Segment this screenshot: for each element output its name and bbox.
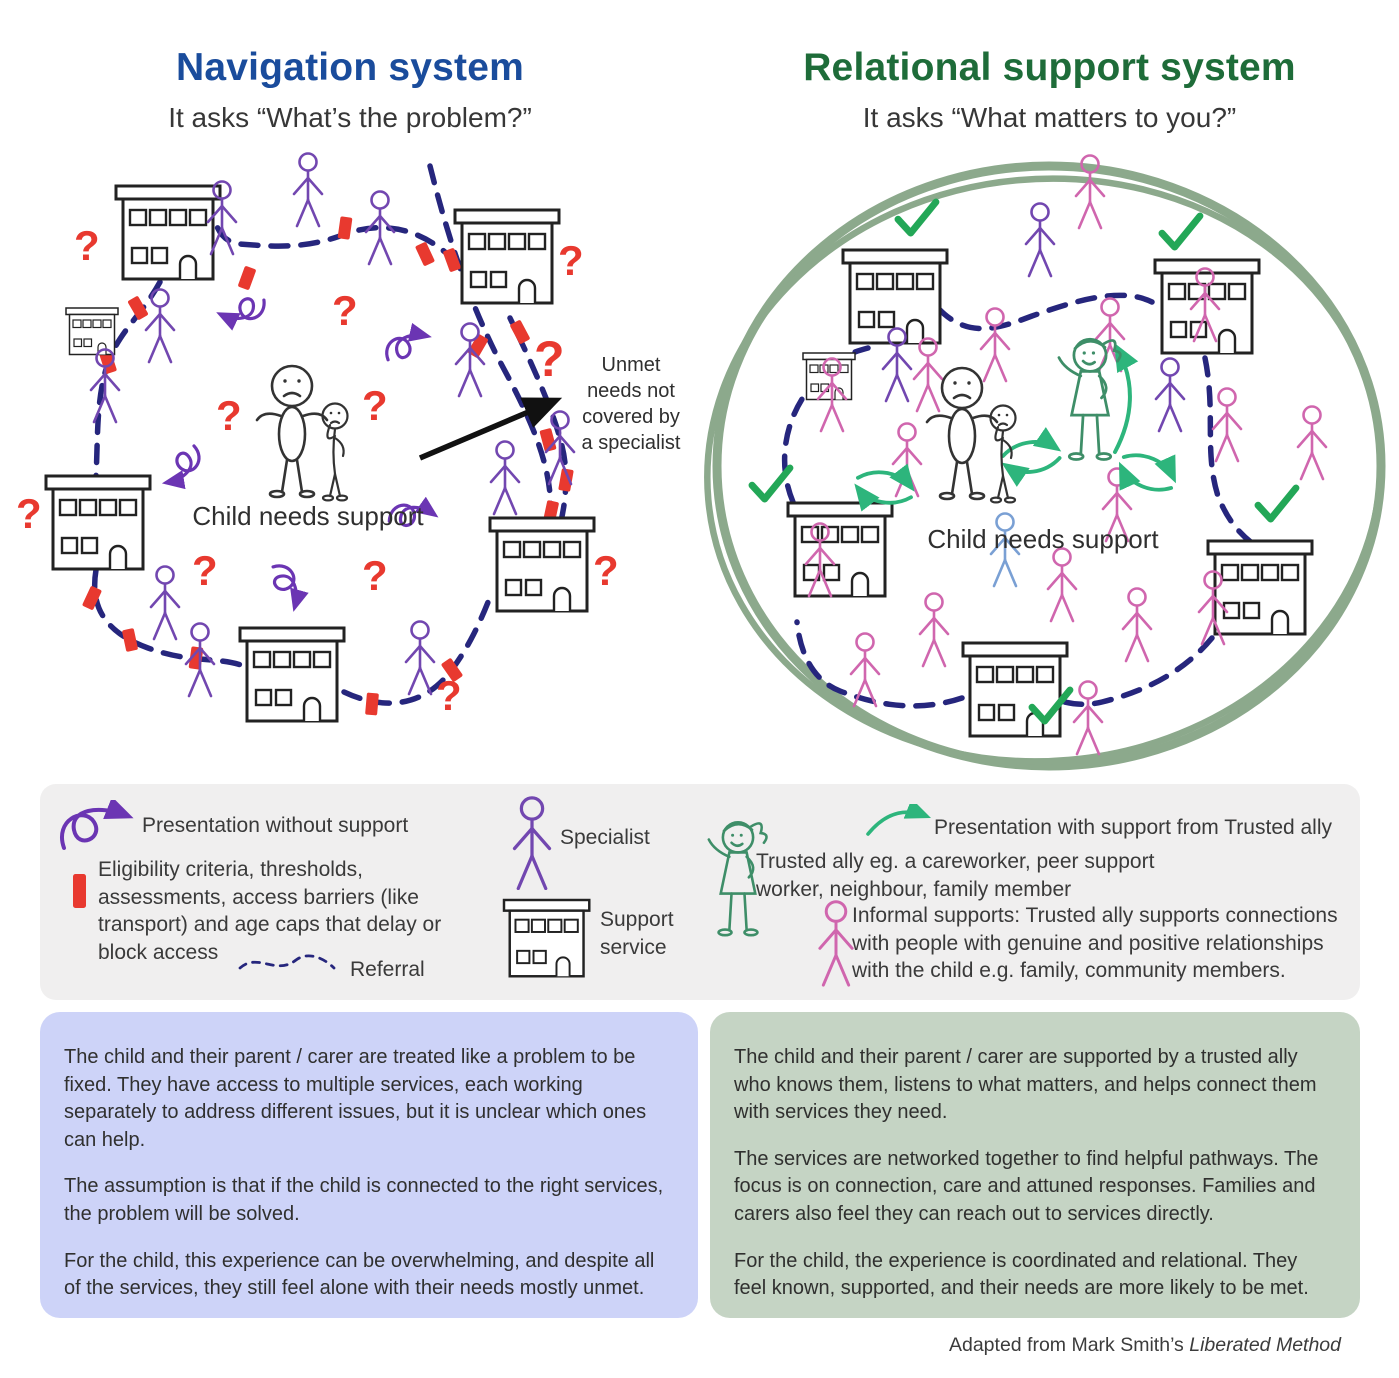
legend-presentation-with-support: Presentation with support from Trusted a… (934, 816, 1333, 839)
referral-line-icon (238, 954, 336, 970)
relational-subtitle: It asks “What matters to you?” (862, 102, 1237, 133)
navigation-diagram: ? ? ? ? ? ? ? ? ? ? (16, 152, 619, 723)
question-mark-icon: ? (216, 392, 242, 439)
support-service-building-icon (44, 474, 152, 571)
community-circle (704, 161, 1386, 771)
support-service-building-icon (786, 501, 894, 598)
legend-specialist: Specialist (560, 826, 650, 849)
relational-diagram (704, 154, 1386, 771)
question-mark-icon: ? (558, 237, 584, 284)
support-service-building-icon (238, 626, 346, 723)
navigation-paragraph-1: The child and their parent / carer are t… (64, 1046, 647, 1151)
question-mark-icon: ? (332, 287, 358, 334)
parent-figure (255, 364, 329, 499)
navigation-subtitle: It asks “What’s the problem?” (168, 102, 532, 133)
legend-informal-supports: Informal supports: Trusted ally supports… (852, 904, 1338, 983)
unmet-needs-note: Unmet needs not covered by a specialist (581, 354, 681, 454)
presentation-without-support-icon (60, 800, 134, 850)
specialist-icon (512, 796, 552, 890)
question-mark-icon: ? (362, 382, 388, 429)
navigation-header: Navigation system It asks “What’s the pr… (0, 46, 700, 134)
question-mark-icon: ? (593, 547, 619, 594)
support-service-building-icon-small (65, 307, 119, 356)
parent-figure (925, 366, 999, 501)
navigation-paragraph-3: For the child, this experience can be ov… (64, 1249, 655, 1300)
supported-connection-arrows (854, 342, 1179, 508)
support-service-building-icon (1206, 539, 1314, 636)
question-mark-icons: ? ? ? ? ? ? ? ? ? ? (16, 222, 619, 719)
presentation-with-support-icon (866, 804, 932, 836)
question-mark-icon: ? (362, 552, 388, 599)
legend-presentation-without-support: Presentation without support (142, 814, 409, 837)
legend: Presentation without support Eligibility… (40, 784, 1360, 1000)
navigation-paragraph-2: The assumption is that if the child is c… (64, 1175, 664, 1225)
question-mark-icon: ? (74, 222, 100, 269)
support-service-building-icon (1153, 258, 1261, 355)
relational-paragraph-1: The child and their parent / carer are s… (734, 1046, 1317, 1124)
child-needs-support-label: Child needs support (192, 501, 424, 531)
question-mark-icon: ? (192, 547, 218, 594)
support-service-building-icon (961, 641, 1069, 738)
question-mark-icon: ? (436, 672, 462, 719)
question-mark-icon-large: ? (534, 331, 565, 387)
relational-paragraph-3: For the child, the experience is coordin… (734, 1249, 1309, 1300)
legend-eligibility: Eligibility criteria, thresholds, assess… (98, 858, 442, 965)
unmet-needs-arrow (418, 397, 563, 461)
attribution-work-title: Liberated Method (1189, 1334, 1341, 1356)
support-service-buildings-right (786, 248, 1314, 738)
question-mark-icon: ? (16, 490, 42, 537)
attribution: Adapted from Mark Smith’s Liberated Meth… (949, 1334, 1341, 1357)
legend-support-service: Support service (600, 908, 674, 959)
navigation-summary-box: The child and their parent / carer are t… (40, 1012, 698, 1318)
legend-referral: Referral (350, 958, 425, 981)
relational-summary-box: The child and their parent / carer are s… (710, 1012, 1360, 1318)
trusted-ally-figure (1057, 337, 1122, 461)
child-needs-support-label: Child needs support (927, 524, 1159, 554)
relational-header: Relational support system It asks “What … (700, 46, 1399, 134)
legend-trusted-ally: Trusted ally eg. a careworker, peer supp… (756, 850, 1155, 901)
support-service-building-icon (114, 184, 222, 281)
access-barrier-icon (73, 874, 86, 908)
support-service-icon (502, 898, 591, 978)
support-service-building-icon (488, 516, 596, 613)
relational-paragraph-2: The services are networked together to f… (734, 1147, 1319, 1225)
attribution-prefix: Adapted from Mark Smith’s (948, 1334, 1190, 1356)
navigation-title: Navigation system (175, 46, 525, 89)
relational-title: Relational support system (803, 46, 1296, 89)
support-service-building-icon (453, 208, 561, 305)
informal-support-figures (804, 154, 1328, 756)
